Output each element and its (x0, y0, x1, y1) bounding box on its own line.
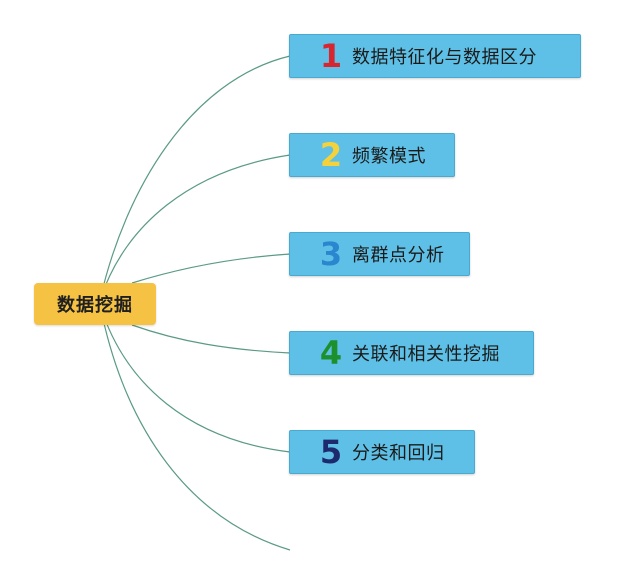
branch-node-1[interactable]: 1 数据特征化与数据区分 (289, 34, 581, 78)
branch-node-5[interactable]: 5 分类和回归 (289, 430, 475, 474)
branch-number-2: 2 (319, 136, 343, 174)
branch-node-3[interactable]: 3 离群点分析 (289, 232, 470, 276)
branch-label-3: 离群点分析 (352, 245, 445, 266)
branch-node-4[interactable]: 4 关联和相关性挖掘 (289, 331, 534, 375)
branch-label-2: 频繁模式 (352, 146, 426, 167)
branch-number-1: 1 (319, 37, 343, 75)
branch-node-2[interactable]: 2 频繁模式 (289, 133, 455, 177)
connector-trailing (99, 304, 291, 551)
connector-to-branch-3 (131, 253, 291, 284)
branch-number-5: 5 (319, 433, 343, 471)
connector-to-branch-1 (99, 55, 291, 301)
connector-to-branch-4 (131, 324, 291, 354)
branch-number-3: 3 (319, 235, 343, 273)
root-node[interactable]: 数据挖掘 (34, 283, 156, 325)
branch-label-5: 分类和回归 (352, 443, 445, 464)
connector-to-branch-2 (99, 154, 291, 301)
branch-label-4: 关联和相关性挖掘 (352, 344, 500, 365)
branch-label-1: 数据特征化与数据区分 (352, 47, 537, 68)
branch-number-4: 4 (319, 334, 343, 372)
connector-to-branch-5 (99, 304, 291, 453)
root-label: 数据挖掘 (57, 295, 133, 316)
